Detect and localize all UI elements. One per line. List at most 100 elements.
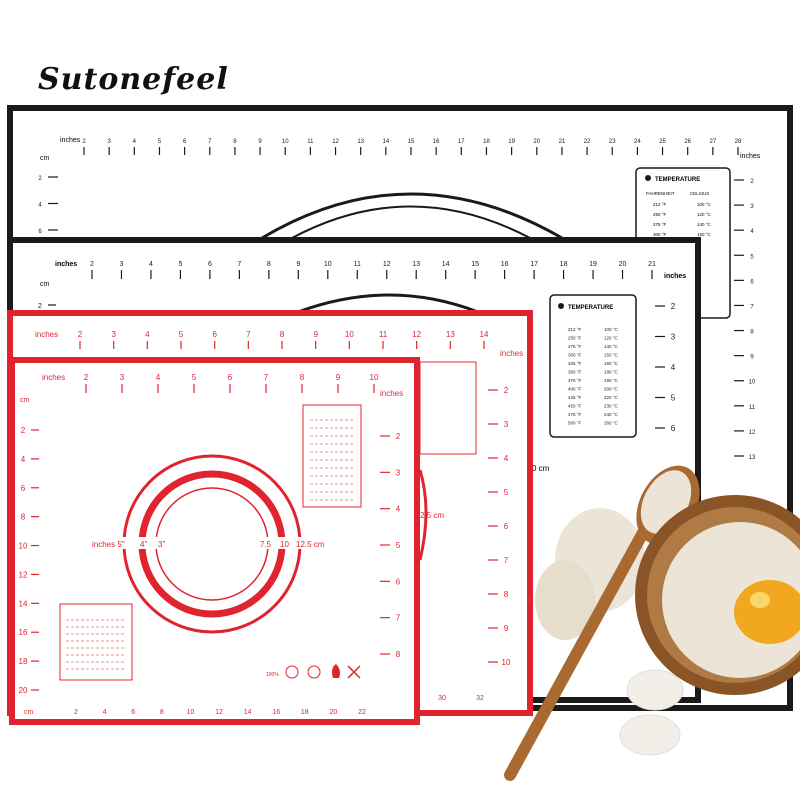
ruler-label: 8 bbox=[300, 373, 305, 382]
svg-text:140 °C: 140 °C bbox=[697, 222, 712, 227]
ruler-label: 4 bbox=[103, 709, 107, 716]
ruler-label: 9 bbox=[296, 261, 300, 268]
ruler-label: 6 bbox=[671, 424, 676, 433]
ruler-label: 16 bbox=[19, 628, 28, 637]
temp-cell-f: 500 °F bbox=[568, 421, 582, 426]
ruler-label: 5 bbox=[178, 261, 182, 268]
ruler-label: 19 bbox=[508, 139, 515, 145]
snowflake-icon bbox=[285, 665, 299, 679]
ruler-label: 7 bbox=[264, 373, 269, 382]
ruler-label: 4 bbox=[38, 203, 42, 209]
ruler-label: 5 bbox=[671, 394, 676, 403]
ruler-label: 6 bbox=[750, 279, 754, 285]
ruler-label: 6 bbox=[131, 709, 135, 716]
ruler-label: 6 bbox=[212, 330, 217, 339]
ruler-label: 16 bbox=[272, 709, 280, 716]
cm-label: cm bbox=[40, 155, 50, 162]
ruler-label: 2 bbox=[90, 261, 94, 268]
temp-cell-f: 212 °F bbox=[568, 327, 582, 332]
inches-label: inches bbox=[60, 137, 81, 144]
ruler-label: 2 bbox=[396, 432, 401, 441]
ruler-label: 8 bbox=[280, 330, 285, 339]
ruler-label: 5 bbox=[158, 139, 162, 145]
inches-label-right: inches bbox=[664, 273, 686, 280]
ruler-label: 8 bbox=[504, 590, 509, 599]
ruler-label: 4 bbox=[133, 139, 137, 145]
ruler-label: 2 bbox=[84, 373, 89, 382]
ruler-label: 14 bbox=[244, 709, 252, 716]
ruler-label: 12 bbox=[412, 330, 421, 339]
circle-label: 2.5 cm bbox=[420, 511, 444, 520]
certification-icon: 100% bbox=[266, 672, 279, 678]
ruler-label: 2 bbox=[21, 426, 26, 435]
ruler-label: 21 bbox=[648, 261, 656, 268]
temp-cell-c: 180 °C bbox=[604, 370, 619, 375]
temp-cell-f: 375 °F bbox=[568, 378, 582, 383]
ruler-label: 11 bbox=[354, 261, 361, 268]
ruler-label: 20 bbox=[533, 139, 540, 145]
ruler-label: 3 bbox=[504, 420, 509, 429]
ruler-label: 7 bbox=[750, 304, 754, 310]
ruler-label: 5 bbox=[179, 330, 184, 339]
ruler-label: 2 bbox=[504, 386, 509, 395]
temp-cell-c: 200 °C bbox=[604, 387, 619, 392]
ruler-label: 10 bbox=[324, 261, 332, 268]
ruler-label: 5 bbox=[504, 488, 509, 497]
ruler-label: 13 bbox=[749, 455, 756, 461]
temp-cell-c: 100 °C bbox=[604, 327, 619, 332]
ruler-label: 15 bbox=[471, 261, 479, 268]
ruler-label: 3 bbox=[120, 373, 125, 382]
svg-text:150 °C: 150 °C bbox=[697, 232, 712, 237]
temp-cell-c: 160 °C bbox=[604, 361, 619, 366]
baking-props bbox=[504, 465, 800, 781]
temp-cell-f: 400 °F bbox=[568, 387, 582, 392]
svg-text:10: 10 bbox=[280, 540, 289, 549]
flame-icon bbox=[332, 664, 340, 678]
ruler-label: 13 bbox=[412, 261, 420, 268]
ruler-label: 18 bbox=[301, 709, 309, 716]
ruler-label: 8 bbox=[267, 261, 271, 268]
ruler-label: 4 bbox=[671, 363, 676, 372]
ruler-label: 13 bbox=[446, 330, 455, 339]
ruler-label: 21 bbox=[559, 139, 566, 145]
ruler-label: 18 bbox=[560, 261, 568, 268]
ruler-label: 28 bbox=[735, 139, 742, 145]
ruler-label: 3 bbox=[750, 204, 754, 210]
wooden-spoon bbox=[504, 514, 656, 781]
ruler-label: 12 bbox=[19, 570, 28, 579]
cm-label: cm bbox=[40, 281, 50, 288]
ruler-label: 15 bbox=[408, 139, 415, 145]
ruler-label: 3 bbox=[120, 261, 124, 268]
temp-cell-f: 475 °F bbox=[568, 412, 582, 417]
no-knife-icon bbox=[347, 665, 361, 679]
temp-cell-c: 150 °C bbox=[604, 353, 619, 358]
ruler-label: 26 bbox=[684, 139, 691, 145]
ruler-label: 32 bbox=[476, 695, 484, 702]
ruler-label: 2 bbox=[671, 302, 676, 311]
svg-text:250 °F: 250 °F bbox=[653, 212, 667, 217]
ruler-label: 12 bbox=[332, 139, 339, 145]
ruler-label: 22 bbox=[584, 139, 591, 145]
ruler-label: 8 bbox=[160, 709, 164, 716]
temp-cell-f: 325 °F bbox=[568, 361, 582, 366]
ruler-label: 3 bbox=[111, 330, 116, 339]
ruler-label: 7 bbox=[246, 330, 251, 339]
ruler-label: 6 bbox=[183, 139, 187, 145]
temp-title: TEMPERATURE bbox=[655, 177, 700, 183]
ruler-label: 4 bbox=[21, 455, 26, 464]
ruler-label: 4 bbox=[396, 505, 401, 514]
ruler-label: 4 bbox=[145, 330, 150, 339]
ruler-label: 5 bbox=[396, 541, 401, 550]
ruler-label: 5 bbox=[192, 373, 197, 382]
ruler-label: 6 bbox=[504, 522, 509, 531]
ruler-label: 10 bbox=[187, 709, 195, 716]
ruler-label: 18 bbox=[483, 139, 490, 145]
ruler-label: 2 bbox=[750, 179, 754, 185]
ruler-label: 4 bbox=[504, 454, 509, 463]
ruler-label: 14 bbox=[19, 599, 28, 608]
ruler-label: 20 bbox=[19, 686, 28, 695]
ruler-label: 18 bbox=[19, 657, 28, 666]
temp-cell-f: 275 °F bbox=[568, 344, 582, 349]
